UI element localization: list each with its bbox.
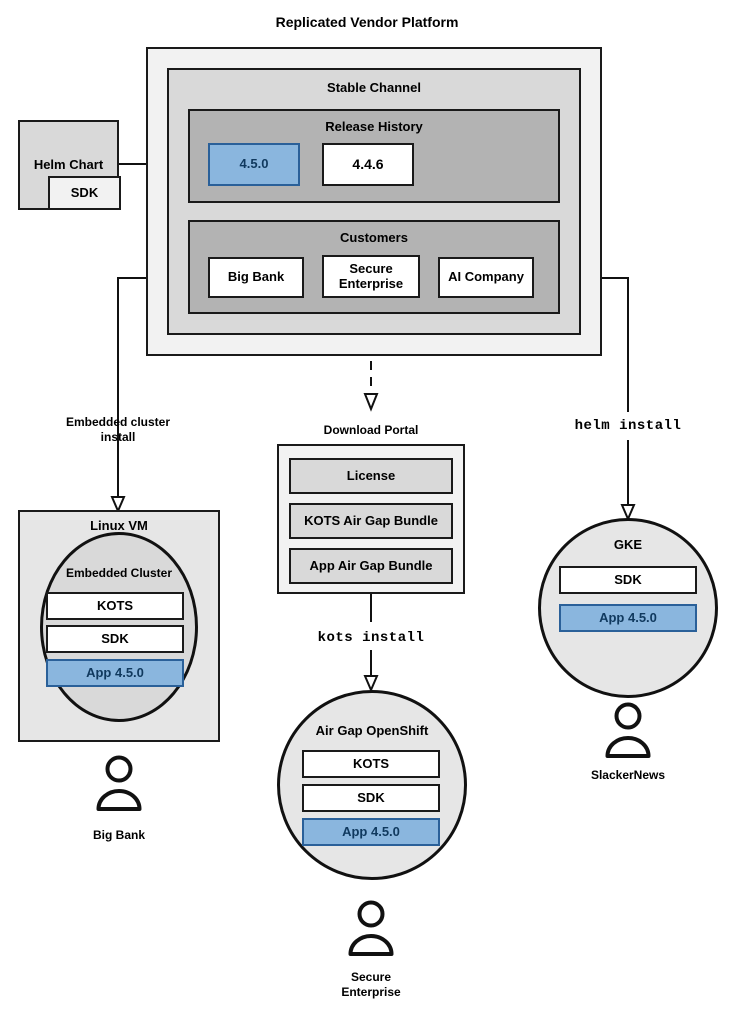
stable-channel-title: Stable Channel [327, 80, 421, 95]
flow-label-embedded-cluster-install: Embedded cluster install [65, 415, 171, 444]
arrowhead-openshift [363, 675, 379, 693]
download-portal-item-license[interactable]: License [289, 458, 453, 494]
customer-ai-company[interactable]: AI Company [438, 257, 534, 298]
gke-component-sdk[interactable]: SDK [559, 566, 697, 594]
openshift-component-kots[interactable]: KOTS [302, 750, 440, 778]
customers-title: Customers [340, 230, 408, 245]
customer-label-big-bank: Big Bank [92, 828, 145, 842]
download-portal-item-kots-air-gap-bundle[interactable]: KOTS Air Gap Bundle [289, 503, 453, 539]
gke-label: GKE [613, 537, 643, 552]
release-history-title: Release History [325, 119, 423, 134]
openshift-component-app[interactable]: App 4.5.0 [302, 818, 440, 846]
download-portal-title: Download Portal [323, 423, 419, 437]
embedded-cluster-label: Embedded Cluster [65, 566, 173, 580]
person-icon-secure-enterprise [345, 900, 397, 956]
customer-label-slackernews: SlackerNews [590, 768, 666, 782]
person-icon-big-bank [93, 755, 145, 811]
linux-vm-label: Linux VM [90, 518, 148, 533]
customer-label-secure-enterprise: Secure Enterprise [341, 970, 401, 999]
download-portal-item-app-air-gap-bundle[interactable]: App Air Gap Bundle [289, 548, 453, 584]
helm-chart-label: Helm Chart [33, 156, 104, 172]
helm-chart-sdk-label: SDK [70, 184, 99, 200]
release-item-4-4-6[interactable]: 4.4.6 [322, 143, 414, 186]
linux-vm-component-kots[interactable]: KOTS [46, 592, 184, 620]
linux-vm-component-app[interactable]: App 4.5.0 [46, 659, 184, 687]
air-gap-openshift-label: Air Gap OpenShift [315, 723, 429, 738]
customer-secure-enterprise[interactable]: Secure Enterprise [322, 255, 420, 298]
arrowhead-download-portal [363, 393, 379, 412]
flow-label-helm-install: helm install [574, 418, 682, 434]
flow-label-kots-install: kots install [317, 630, 425, 646]
linux-vm-component-sdk[interactable]: SDK [46, 625, 184, 653]
customer-big-bank[interactable]: Big Bank [208, 257, 304, 298]
release-item-4-5-0[interactable]: 4.5.0 [208, 143, 300, 186]
arrowhead-gke [620, 504, 636, 522]
helm-chart-sdk-box[interactable]: SDK [48, 176, 121, 210]
gke-component-app[interactable]: App 4.5.0 [559, 604, 697, 632]
page-title: Replicated Vendor Platform [275, 14, 459, 30]
arrowhead-linuxvm [110, 496, 126, 514]
openshift-component-sdk[interactable]: SDK [302, 784, 440, 812]
person-icon-slackernews [602, 702, 654, 758]
